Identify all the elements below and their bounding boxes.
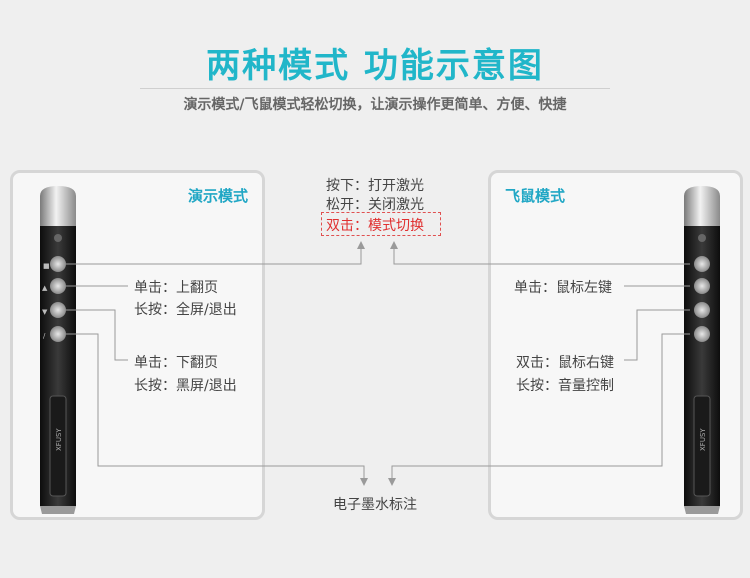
svg-text:■: ■	[43, 262, 50, 270]
laser-button	[50, 256, 66, 272]
page-title: 两种模式 功能示意图	[206, 46, 544, 86]
laser-release-label: 松开：关闭激光	[326, 197, 424, 213]
page-up-button	[50, 278, 66, 294]
title-divider	[140, 88, 610, 89]
left-btn2-click-label: 单击：上翻页	[134, 280, 218, 296]
svg-text:▲: ▲	[42, 284, 48, 292]
left-click-button	[694, 278, 710, 294]
svg-text:▼: ▼	[42, 308, 48, 316]
left-btn2-hold-label: 长按：全屏/退出	[134, 302, 237, 318]
left-btn3-click-label: 单击：下翻页	[134, 355, 218, 371]
left-presenter-device: ■ ▲ ▼ / XFUSY	[40, 186, 76, 514]
mode-switch-highlight-box	[321, 212, 441, 236]
laser-button-right	[694, 256, 710, 272]
ink-button	[50, 326, 66, 342]
left-brand-logo: XFUSY	[55, 428, 63, 451]
right-btn3-click-label: 双击：鼠标右键	[516, 355, 614, 371]
svg-text:/: /	[43, 332, 46, 340]
mode-switch-label: 双击：模式切换	[326, 218, 424, 234]
right-brand-logo: XFUSY	[699, 428, 707, 451]
ink-annotation-label: 电子墨水标注	[333, 497, 417, 513]
page-down-button	[50, 302, 66, 318]
air-mouse-mode-title: 飞鼠模式	[505, 187, 566, 205]
page-subtitle: 演示模式/飞鼠模式轻松切换，让演示操作更简单、方便、快捷	[183, 97, 567, 113]
right-presenter-device: XFUSY	[684, 186, 720, 514]
laser-press-label: 按下：打开激光	[326, 178, 424, 194]
ink-button-right	[694, 326, 710, 342]
left-btn3-hold-label: 长按：黑屏/退出	[134, 378, 237, 394]
right-btn3-hold-label: 长按：音量控制	[516, 378, 614, 394]
presentation-mode-title: 演示模式	[188, 187, 249, 205]
right-click-button	[694, 302, 710, 318]
right-btn2-click-label: 单击：鼠标左键	[514, 280, 612, 296]
